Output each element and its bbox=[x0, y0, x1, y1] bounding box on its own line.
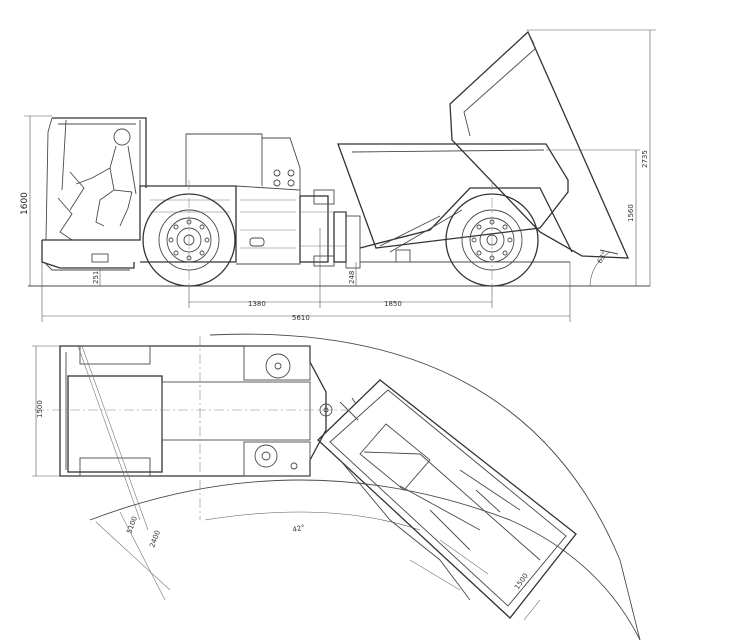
cab-canopy bbox=[45, 117, 147, 241]
dim-body-clearance: 248 bbox=[348, 271, 356, 284]
dim-wheelbase-rear: 1850 bbox=[384, 300, 402, 308]
rear-unit bbox=[317, 379, 577, 619]
dim-dump-angle: 63° bbox=[596, 250, 609, 265]
dump-body-raised bbox=[449, 30, 630, 259]
dim-height-cab: 1600 bbox=[20, 192, 30, 215]
operator-figure bbox=[57, 128, 137, 241]
dim-turn-radius-outer: 5100 bbox=[125, 515, 139, 534]
dim-overall-length: 5610 bbox=[292, 314, 310, 322]
dim-ground-clearance: 251 bbox=[92, 271, 100, 284]
dim-body-width: 1500 bbox=[513, 572, 530, 591]
dim-turn-radius-inner: 2400 bbox=[148, 529, 162, 548]
rear-frame bbox=[359, 187, 573, 263]
front-unit bbox=[59, 345, 333, 531]
dim-height-tipped: 2735 bbox=[641, 150, 649, 168]
dim-wheelbase-front: 1380 bbox=[248, 300, 266, 308]
dim-height-body: 1560 bbox=[627, 204, 635, 222]
side-dimensions bbox=[24, 29, 656, 322]
articulation-joint bbox=[299, 189, 361, 269]
dim-width: 1500 bbox=[36, 400, 44, 418]
front-frame bbox=[41, 133, 301, 271]
top-dimensions bbox=[32, 345, 541, 621]
dump-body-lowered bbox=[337, 143, 569, 249]
side-view: 1600 2735 1560 251 248 1380 1850 5610 63… bbox=[20, 29, 656, 322]
dim-articulation-angle: 42° bbox=[292, 524, 306, 534]
turning-arcs bbox=[89, 333, 641, 641]
top-view: 1500 5100 2400 42° 1500 bbox=[32, 333, 641, 641]
